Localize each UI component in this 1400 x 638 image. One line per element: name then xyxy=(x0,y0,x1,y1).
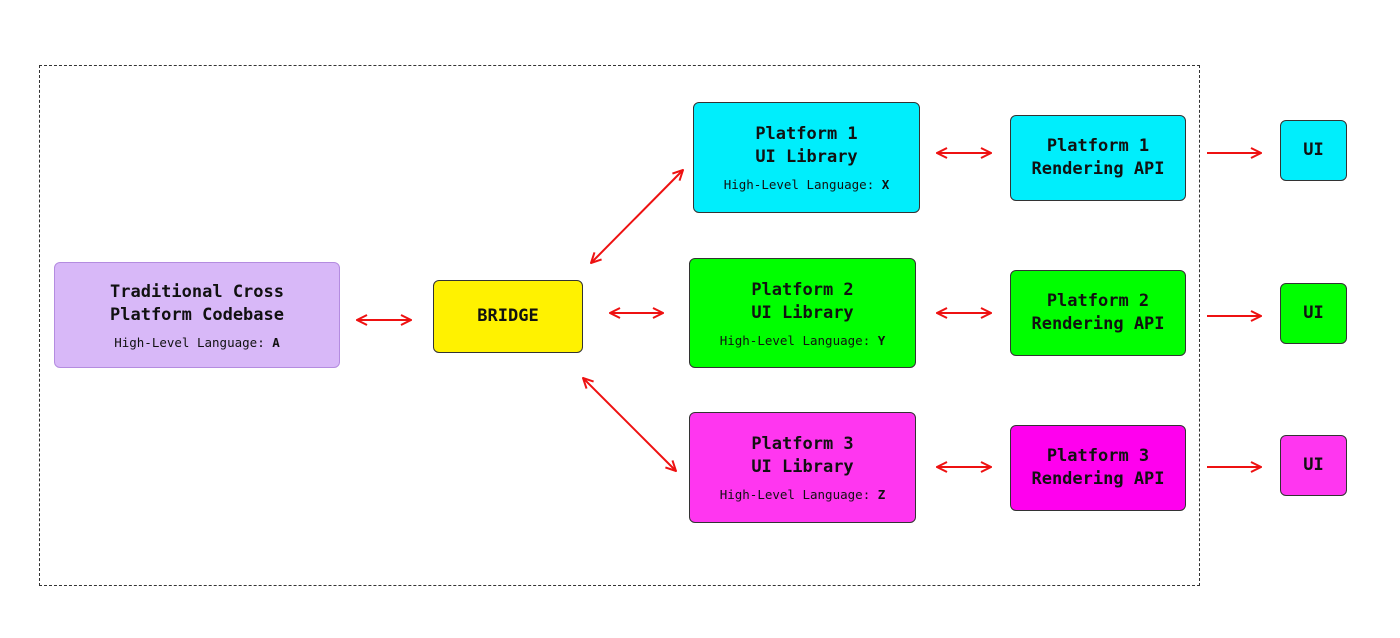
cross-platform-codebase-box: Traditional Cross Platform Codebase High… xyxy=(54,262,340,368)
platform-2-language-value: Y xyxy=(877,332,886,348)
platform-3-language: High-Level Language: Z xyxy=(720,487,886,502)
platform-2-lib-title-line2: UI Library xyxy=(751,302,854,323)
platform-3-ui-label: UI xyxy=(1303,455,1324,475)
platform-1-api-title-line1: Platform 1 xyxy=(1046,136,1150,156)
codebase-language-label: High-Level Language: xyxy=(114,334,273,350)
platform-1-language-value: X xyxy=(881,177,890,192)
platform-3-lib-title-line1: Platform 3 xyxy=(751,434,854,454)
platform-3-language-label: High-Level Language: xyxy=(719,487,878,502)
platform-2-ui-label: UI xyxy=(1303,303,1324,323)
platform-2-language: High-Level Language: Y xyxy=(720,333,886,348)
platform-1-language-label: High-Level Language: xyxy=(723,177,882,192)
codebase-language-value: A xyxy=(272,334,280,350)
platform-1-language: High-Level Language: X xyxy=(724,177,890,192)
platform-1-ui-box: UI xyxy=(1280,120,1347,181)
platform-1-ui-label: UI xyxy=(1303,140,1324,160)
platform-1-ui-library-box: Platform 1 UI Library High-Level Languag… xyxy=(693,102,920,213)
codebase-title-line1: Traditional Cross xyxy=(110,281,284,302)
codebase-title-line2: Platform Codebase xyxy=(110,304,284,325)
platform-2-api-title-line1: Platform 2 xyxy=(1046,291,1150,311)
bridge-box: BRIDGE xyxy=(433,280,583,353)
platform-3-api-title-line2: Rendering API xyxy=(1031,469,1165,489)
platform-1-api-title-line2: Rendering API xyxy=(1031,159,1165,179)
platform-3-lib-title-line2: UI Library xyxy=(751,457,854,477)
platform-3-language-value: Z xyxy=(877,487,886,502)
platform-1-rendering-api-box: Platform 1 Rendering API xyxy=(1010,115,1186,201)
bridge-title: BRIDGE xyxy=(477,306,539,326)
platform-2-ui-library-box: Platform 2 UI Library High-Level Languag… xyxy=(689,258,916,368)
arrow-bridge-platform-1 xyxy=(591,170,683,263)
arrow-bridge-platform-3 xyxy=(583,378,676,471)
system-boundary-frame xyxy=(39,65,1200,586)
platform-3-ui-library-box: Platform 3 UI Library High-Level Languag… xyxy=(689,412,916,523)
platform-2-ui-box: UI xyxy=(1280,283,1347,344)
platform-3-api-title-line1: Platform 3 xyxy=(1046,446,1150,466)
platform-3-ui-box: UI xyxy=(1280,435,1347,496)
platform-1-lib-title-line2: UI Library xyxy=(755,147,858,167)
platform-2-language-label: High-Level Language: xyxy=(719,332,878,348)
platform-2-api-title-line2: Rendering API xyxy=(1031,314,1165,334)
platform-2-rendering-api-box: Platform 2 Rendering API xyxy=(1010,270,1186,356)
platform-2-lib-title-line1: Platform 2 xyxy=(751,279,854,300)
platform-3-rendering-api-box: Platform 3 Rendering API xyxy=(1010,425,1186,511)
platform-1-lib-title-line1: Platform 1 xyxy=(755,124,858,144)
codebase-language: High-Level Language: A xyxy=(114,335,280,350)
